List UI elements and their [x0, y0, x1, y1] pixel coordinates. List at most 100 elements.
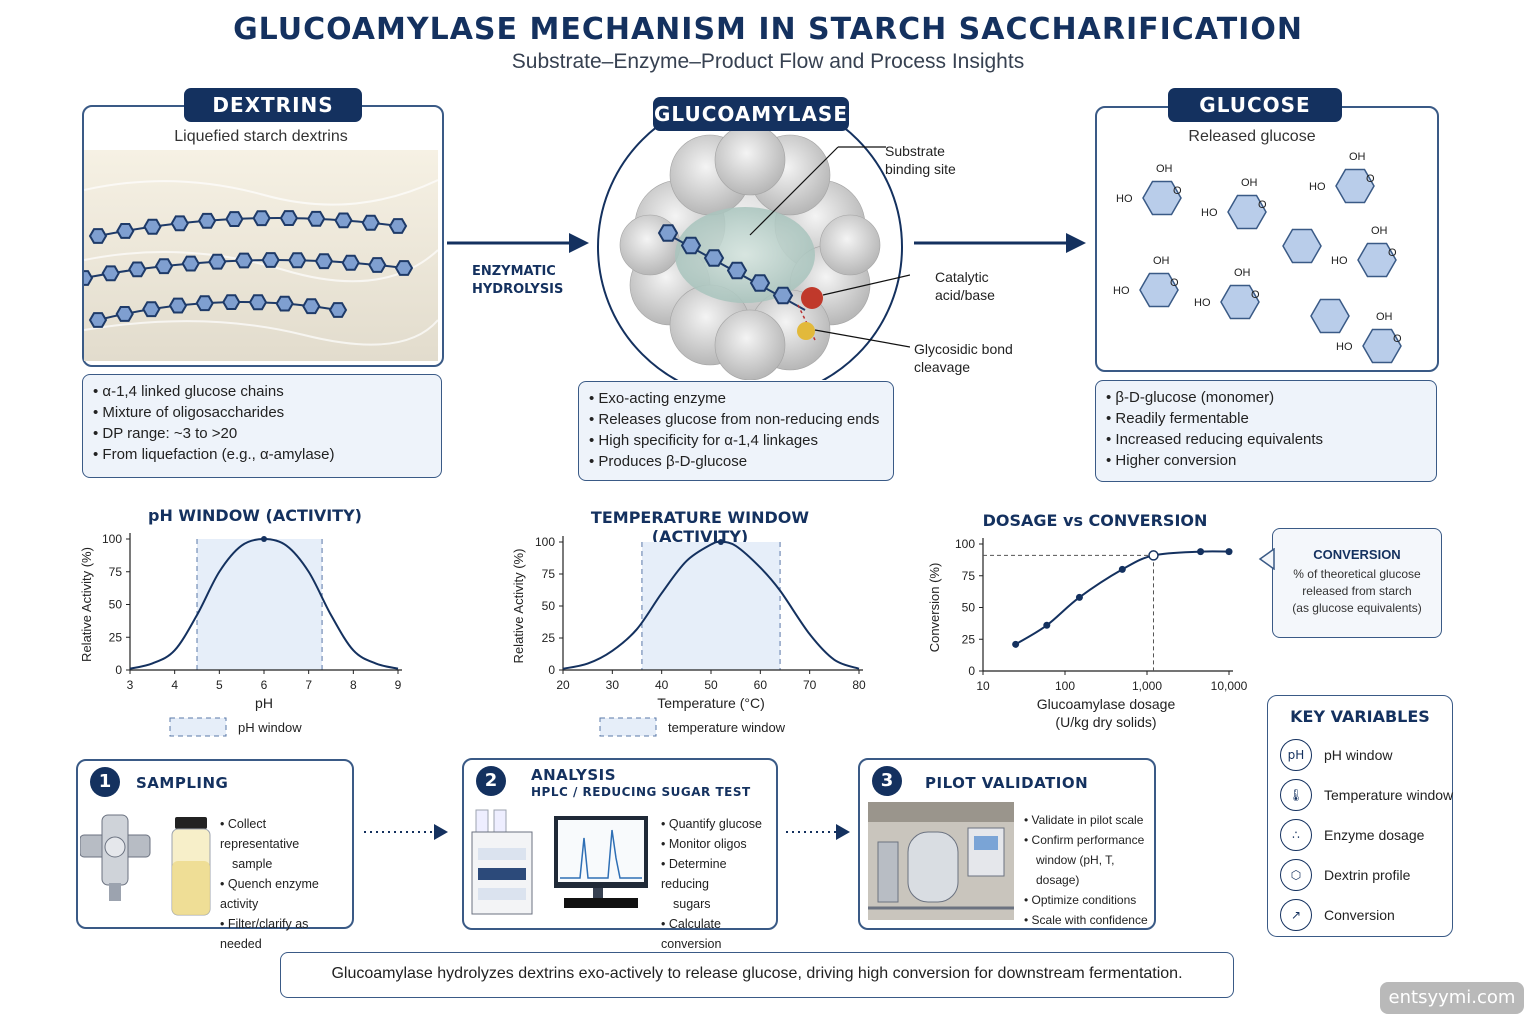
step-arrow-2	[786, 824, 850, 840]
x-tick-label: 10,000	[1211, 679, 1248, 693]
y-tick-label: 50	[962, 601, 976, 615]
ho-label: HO	[1194, 297, 1211, 309]
step-number: 2	[476, 766, 506, 796]
glucose-bullets: β-D-glucose (monomer) Readily fermentabl…	[1095, 380, 1437, 482]
protein-surface-blob	[619, 214, 681, 276]
glucose-unit-hexagon	[154, 258, 174, 275]
list-item: Quench enzyme activity	[220, 874, 348, 914]
glucose-unit-hexagon	[703, 249, 725, 267]
ring-oxygen-label: O	[1173, 185, 1182, 197]
ho-label: HO	[1331, 255, 1348, 267]
protein-surface-blob	[714, 309, 786, 380]
glucose-ring	[1335, 168, 1375, 204]
list-item: High specificity for α-1,4 linkages	[589, 430, 883, 451]
step-title: SAMPLING	[136, 774, 229, 792]
y-tick-label: 75	[542, 567, 556, 581]
ring-oxygen-label: O	[1393, 333, 1402, 345]
list-item: Collect representative	[220, 814, 348, 854]
y-tick-label: 50	[109, 598, 123, 612]
glucose-unit-hexagon	[252, 210, 271, 227]
glucose-unit-hexagon	[88, 228, 108, 244]
glucose-unit-hexagon	[225, 211, 244, 227]
x-tick-label: 60	[754, 678, 768, 692]
dextrin-icon: ⬡	[1280, 859, 1312, 891]
glucose-unit-hexagon	[195, 295, 214, 312]
x-tick-label: 1,000	[1132, 679, 1162, 693]
data-point	[1012, 640, 1020, 648]
list-item: Exo-acting enzyme	[589, 388, 883, 409]
list-item: Optimize conditions	[1024, 890, 1150, 910]
data-point	[1118, 565, 1126, 573]
chain-line	[97, 217, 399, 237]
glucose-unit-hexagon	[170, 215, 189, 232]
glucose-unit-hexagon	[234, 252, 254, 269]
list-item: Quantify glucose	[661, 814, 773, 834]
data-point	[1197, 548, 1205, 556]
glucose-unit-hexagon	[328, 302, 348, 318]
x-tick-label: 5	[216, 678, 223, 692]
peak-point	[261, 536, 267, 542]
pilot-bullets: Validate in pilot scale Confirm performa…	[1024, 810, 1150, 930]
glucose-unit-hexagon	[368, 257, 387, 273]
x-tick-label: 10	[976, 679, 990, 693]
data-point	[1043, 621, 1051, 629]
peak-point	[717, 539, 724, 545]
glucose-unit-hexagon	[142, 301, 161, 318]
list-item: Filter/clarify as needed	[220, 914, 348, 954]
ho-label: HO	[1336, 341, 1353, 353]
x-tick-label: 70	[803, 678, 817, 692]
x-tick-label: 30	[606, 678, 620, 692]
x-axis-label: Glucoamylase dosage	[1037, 696, 1176, 712]
x-tick-label: 4	[171, 678, 178, 692]
y-axis-label: Relative Activity (%)	[511, 549, 526, 664]
page-title: GLUCOAMYLASE MECHANISM IN STARCH SACCHAR…	[233, 12, 1303, 47]
oh-label: OH	[1349, 151, 1366, 163]
list-item: DP range: ~3 to >20	[93, 423, 431, 444]
page-subtitle: Substrate–Enzyme–Product Flow and Proces…	[511, 50, 1025, 73]
glucose-unit-hexagon	[314, 253, 334, 270]
ho-label: HO	[1201, 207, 1218, 219]
list-item: Calculate conversion	[661, 914, 773, 954]
sampling-bullets: Collect representative sample Quench enz…	[220, 814, 348, 954]
list-item: Monitor oligos	[661, 834, 773, 854]
ho-label: HO	[1309, 181, 1326, 193]
watermark: entsyymi.com	[1380, 982, 1524, 1014]
glucose-unit-hexagon	[341, 254, 360, 271]
legend-label: temperature window	[668, 720, 786, 735]
activity-window-band	[641, 542, 781, 670]
oh-label: OH	[1234, 267, 1251, 279]
x-tick-label: 6	[261, 678, 268, 692]
glucose-ring	[1142, 180, 1182, 216]
dosage-icon: ∴	[1280, 819, 1312, 851]
glucose-unit-hexagon	[394, 260, 414, 276]
series-line	[1015, 550, 1230, 646]
dextrins-bullets: α-1,4 linked glucose chains Mixture of o…	[82, 374, 442, 478]
glucose-unit-hexagon	[115, 306, 134, 322]
list-item: From liquefaction (e.g., α-amylase)	[93, 444, 431, 465]
glucose-unit-hexagon	[88, 312, 108, 328]
key-variable-temperature: Temperature window	[1324, 787, 1454, 803]
analysis-bullets: Quantify glucose Monitor oligos Determin…	[661, 814, 773, 954]
glucose-unit-hexagon	[334, 212, 353, 229]
key-variables-panel	[1267, 695, 1453, 937]
list-item: β-D-glucose (monomer)	[1106, 387, 1426, 408]
enzyme-illustration	[597, 115, 910, 380]
flow-arrow-right	[914, 233, 1086, 253]
ring-oxygen-label: O	[1258, 199, 1267, 211]
ring-oxygen-label: O	[1366, 173, 1375, 185]
list-item: Validate in pilot scale	[1024, 810, 1150, 830]
key-variables-list: pH pH window 🌡 Temperature window ∴ Enzy…	[1280, 735, 1453, 935]
list-item: α-1,4 linked glucose chains	[93, 381, 431, 402]
glucose-unit-hexagon	[248, 294, 268, 311]
y-tick-label: 100	[535, 535, 555, 549]
y-tick-label: 0	[115, 663, 122, 677]
protein-surface-blob	[714, 124, 786, 196]
glucose-unit-hexagon	[222, 294, 241, 310]
y-tick-label: 0	[548, 663, 555, 677]
x-tick-label: 40	[655, 678, 669, 692]
glucose-unit-hexagon	[726, 261, 748, 280]
summary-footer: Glucoamylase hydrolyzes dextrins exo-act…	[280, 952, 1234, 998]
